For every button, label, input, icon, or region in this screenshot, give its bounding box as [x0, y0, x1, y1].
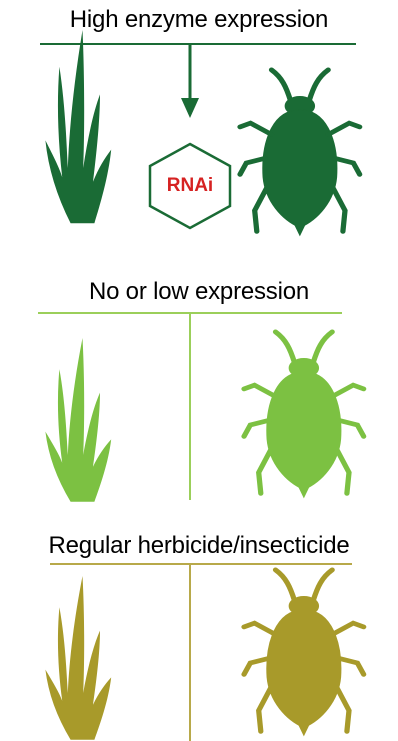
aphid-icon — [244, 332, 364, 497]
grass-plant-icon — [45, 30, 111, 223]
aphid-icon — [244, 570, 364, 735]
panel-high-expression: High enzyme expression RNAi — [0, 0, 398, 245]
grass-plant-icon — [45, 338, 111, 502]
panel-regular-treatment: Regular herbicide/insecticide — [0, 520, 398, 741]
rnai-label: RNAi — [150, 175, 230, 197]
down-arrow-icon — [181, 98, 199, 118]
panel-low-graphic — [0, 268, 398, 508]
panel-low-expression: No or low expression — [0, 268, 398, 508]
panel-regular-graphic — [0, 520, 398, 741]
panel-high-graphic — [0, 0, 398, 245]
aphid-icon — [240, 70, 360, 235]
grass-plant-icon — [45, 576, 111, 740]
